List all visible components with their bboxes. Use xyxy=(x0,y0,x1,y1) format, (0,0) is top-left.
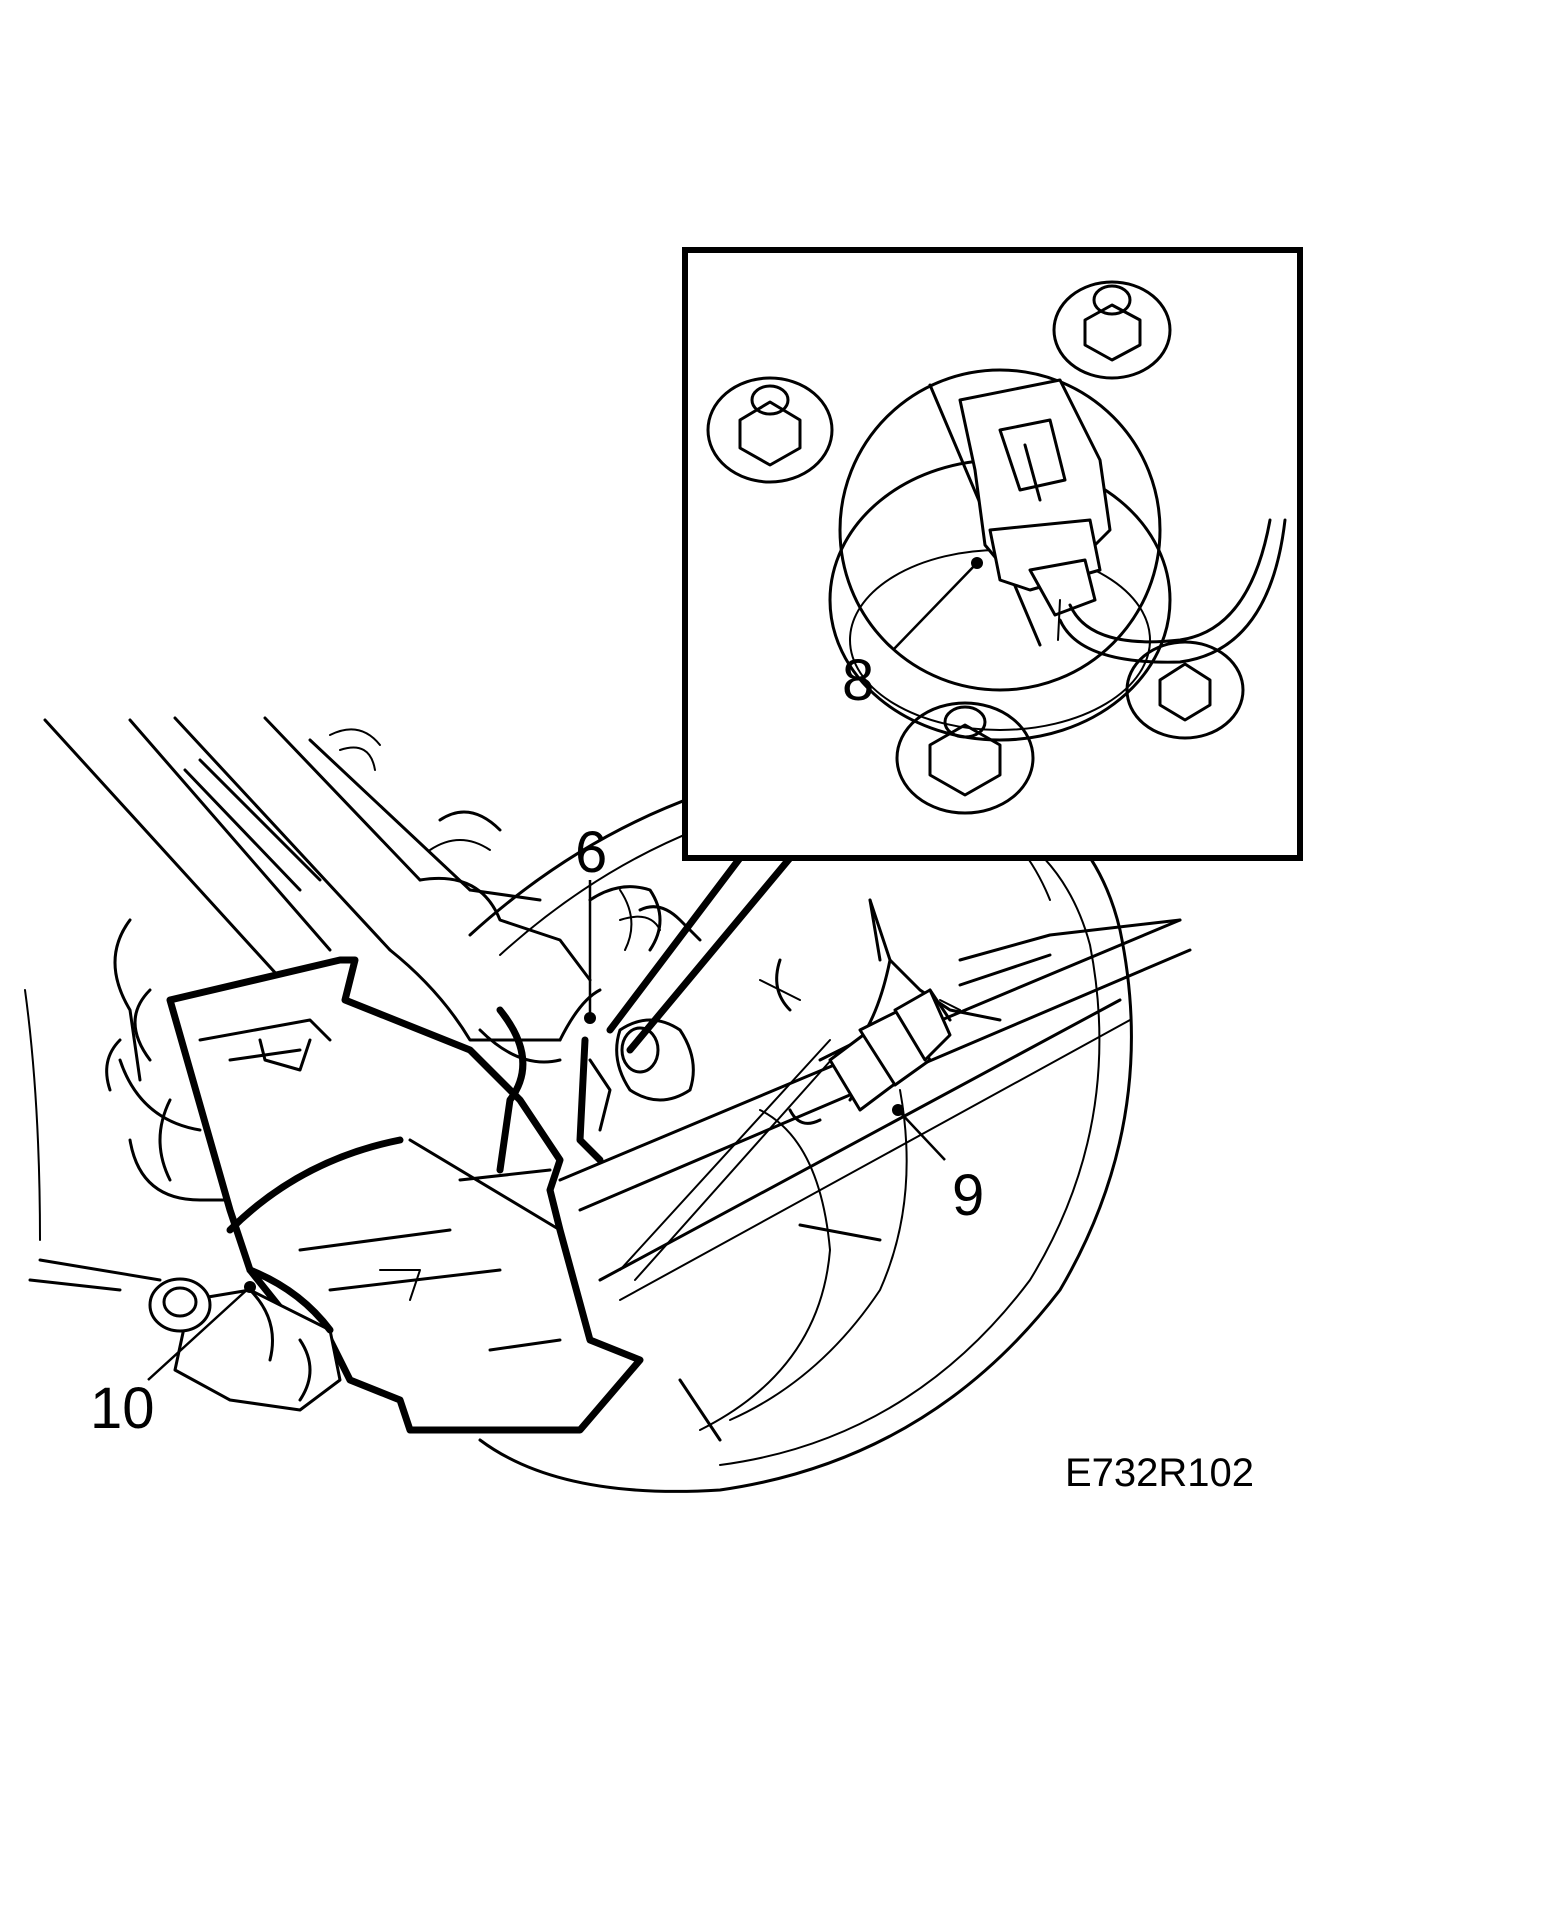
strut-tube xyxy=(43,716,472,1002)
callout-6: 6 xyxy=(575,820,607,885)
callout-10: 10 xyxy=(90,1376,155,1441)
callout-8: 8 xyxy=(842,648,874,713)
figure-reference-code: E732R102 xyxy=(1065,1451,1254,1495)
detail-inset xyxy=(606,247,1303,1054)
sensor-10 xyxy=(148,1266,342,1412)
knuckle-body xyxy=(388,810,662,1064)
leader-6 xyxy=(584,880,596,1024)
callout-9: 9 xyxy=(952,1163,984,1228)
brake-caliper xyxy=(24,918,252,1292)
hub-nut-bottom xyxy=(895,701,1035,815)
leader-8 xyxy=(892,557,983,651)
hub-nut-right xyxy=(1125,640,1245,740)
hub-nut-left xyxy=(706,376,834,484)
leader-9 xyxy=(892,1104,946,1161)
suspension-assembly-drawing xyxy=(24,716,1192,1493)
leader-10 xyxy=(147,1281,256,1381)
connector-9-sensor-plug xyxy=(788,988,961,1125)
connector-8 xyxy=(928,378,1287,664)
hub-nut-top-right xyxy=(1052,280,1172,380)
